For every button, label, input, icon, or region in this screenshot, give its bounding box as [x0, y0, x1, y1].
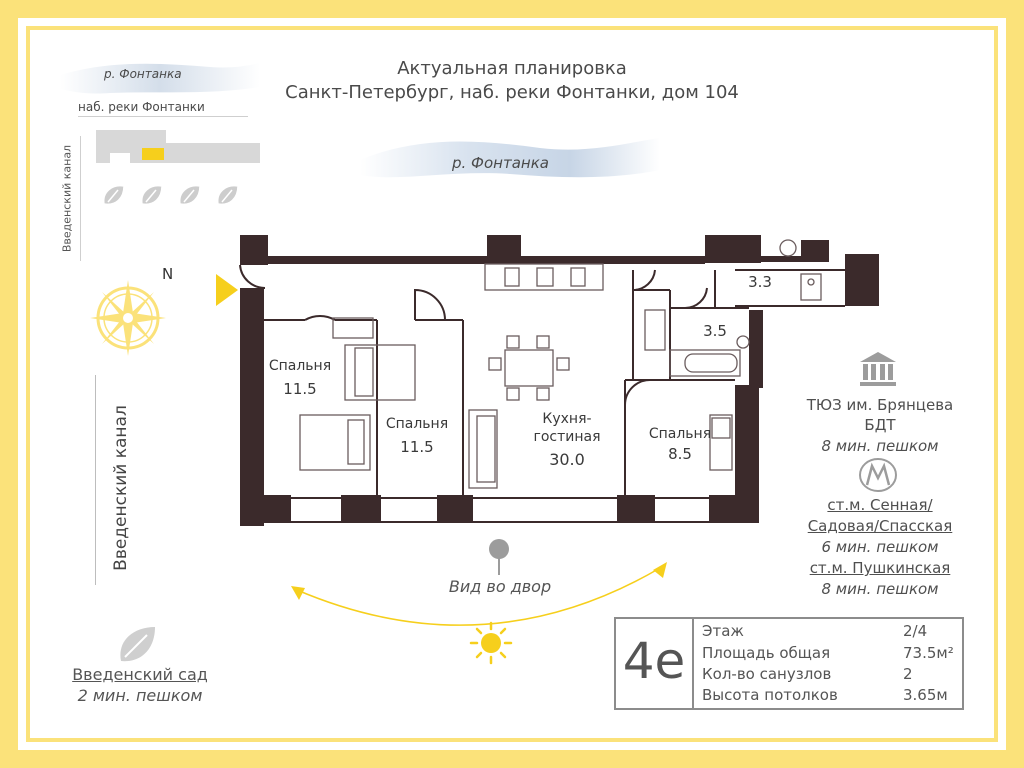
info-value-ceiling: 3.65м — [903, 686, 948, 704]
mini-map-street-line — [78, 116, 248, 117]
canal-label: Введенский канал — [111, 405, 131, 571]
room-name-kitchen: Кухня- гостиная — [533, 411, 601, 445]
leaf-icon — [120, 627, 155, 662]
room-name-bedroom-2: Спальня — [385, 416, 449, 432]
theatre-walk-time: 8 мин. пешком — [821, 437, 939, 455]
metro-walk-time-1: 6 мин. пешком — [821, 538, 939, 556]
room-area-bedroom-3: 8.5 — [668, 445, 692, 463]
sun-icon — [469, 621, 513, 665]
room-area-bedroom-2: 11.5 — [400, 438, 434, 456]
info-label-bathrooms: Кол-во санузлов — [702, 665, 832, 683]
info-box-divider — [692, 617, 694, 710]
metro-station-line-1: ст.м. Сенная/ — [827, 496, 933, 514]
canal-line — [95, 375, 96, 585]
river-label: р. Фонтанка — [452, 154, 549, 172]
room-area-bedroom-1: 11.5 — [283, 380, 317, 398]
inner-frame — [26, 26, 998, 742]
location-pin-icon — [489, 539, 509, 575]
metro-station-line-3: ст.м. Пушкинская — [809, 559, 951, 577]
room-name-bedroom-1: Спальня — [268, 358, 332, 374]
info-value-area: 73.5м² — [903, 644, 954, 662]
river-wave — [360, 138, 660, 178]
info-label-area: Площадь общая — [702, 644, 831, 662]
apartment-code: 4е — [622, 632, 686, 690]
info-value-floor: 2/4 — [903, 622, 928, 640]
room-name-bedroom-3: Спальня — [648, 426, 712, 442]
mini-map-apartment-marker — [142, 148, 164, 160]
mini-map-courtyard — [110, 153, 130, 163]
mini-map-canal-label: Введенский канал — [60, 144, 74, 253]
info-label-ceiling: Высота потолков — [702, 686, 838, 704]
room-area-bathroom: 3.5 — [703, 322, 727, 340]
title-line-2: Санкт-Петербург, наб. реки Фонтанки, дом… — [285, 82, 739, 103]
mini-map-embankment-label: наб. реки Фонтанки — [78, 100, 205, 114]
entrance-arrow-icon — [216, 274, 238, 306]
garden-walk-time: 2 мин. пешком — [77, 686, 203, 705]
room-area-kitchen: 30.0 — [549, 450, 585, 469]
theatre-icon — [860, 352, 896, 386]
title-line-1: Актуальная планировка — [397, 58, 627, 79]
info-value-bathrooms: 2 — [903, 665, 913, 683]
metro-icon — [859, 458, 897, 492]
floor-plan — [239, 235, 879, 526]
theatre-name-line-1: ТЮЗ им. Брянцева — [806, 396, 954, 414]
mini-map-river-label: р. Фонтанка — [104, 67, 182, 81]
metro-walk-time-2: 8 мин. пешком — [821, 580, 939, 598]
theatre-name-line-2: БДТ — [864, 416, 896, 434]
view-label: Вид во двор — [448, 577, 552, 596]
mini-map-canal-wrap: Введенский канал — [57, 136, 77, 264]
mini-map-canal-line — [80, 136, 81, 261]
metro-station-line-2: Садовая/Спасская — [807, 517, 953, 535]
sun-path — [291, 562, 667, 626]
apartment-info-box — [614, 617, 964, 710]
garden-name: Введенский сад — [72, 665, 208, 684]
compass-north-label: N — [162, 265, 174, 283]
mini-map-building-wing — [166, 143, 260, 163]
compass-icon — [90, 280, 166, 356]
mini-map-trees — [103, 184, 239, 206]
mini-map-river — [60, 63, 260, 94]
info-label-floor: Этаж — [702, 622, 744, 640]
room-area-wc: 3.3 — [748, 273, 772, 291]
